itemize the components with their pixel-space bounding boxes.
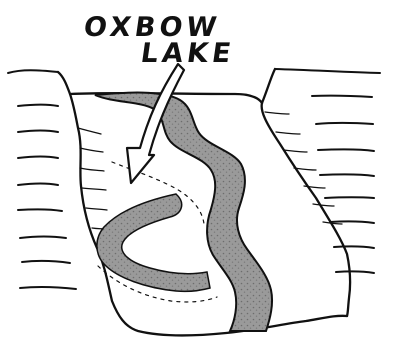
- label-lake: LAKE: [139, 40, 236, 67]
- oxbow-lake: [97, 194, 210, 291]
- ground-lines: [8, 69, 380, 289]
- label-oxbow: OXBOW: [82, 14, 222, 41]
- river-channel: [95, 93, 272, 331]
- valley-outline: [58, 69, 350, 335]
